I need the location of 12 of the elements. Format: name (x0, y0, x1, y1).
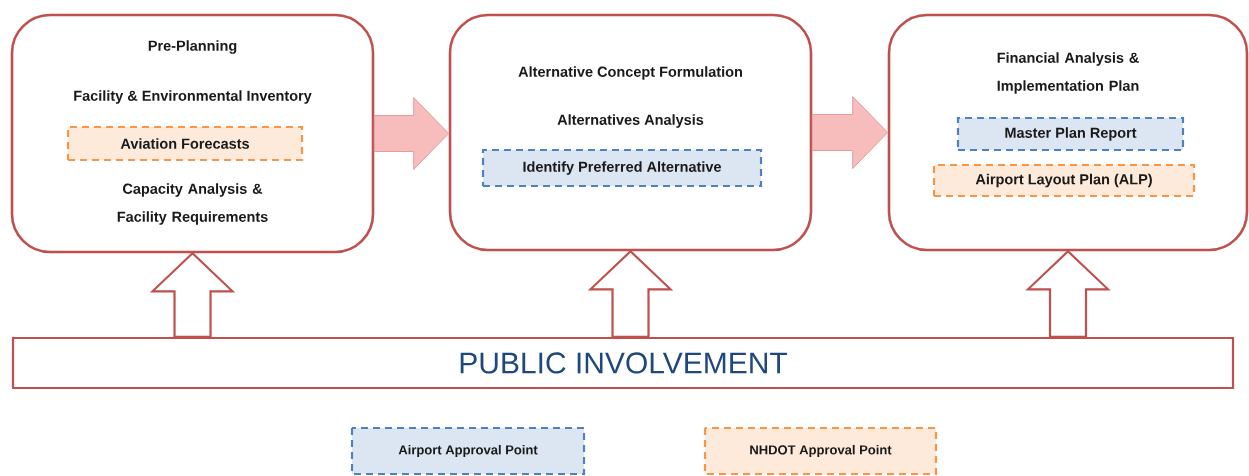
approval-box: Airport Layout Plan (ALP) (932, 163, 1196, 198)
block-arrow (373, 97, 450, 170)
legend-label: NHDOT Approval Point (750, 444, 892, 458)
approval-box: Master Plan Report (956, 116, 1185, 152)
block-arrow (149, 251, 236, 338)
approval-box: Identify Preferred Alternative (481, 148, 763, 188)
approval-box: Aviation Forecasts (66, 125, 304, 162)
legend-label: Airport Approval Point (398, 444, 538, 458)
block-arrow (587, 249, 674, 338)
block-arrow (811, 96, 889, 169)
band-box: PUBLIC INVOLVEMENT (11, 336, 1235, 390)
block-arrow (1025, 249, 1111, 338)
